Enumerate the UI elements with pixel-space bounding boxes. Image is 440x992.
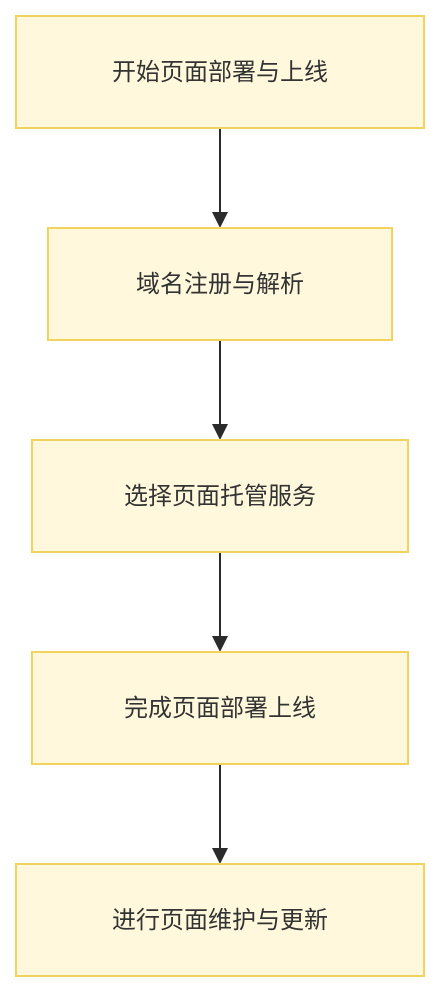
node-start-label: 开始页面部署与上线 <box>112 58 328 86</box>
node-maintain-box <box>15 863 425 977</box>
edge-deploy-to-maintain <box>212 764 228 864</box>
node-hosting-label: 选择页面托管服务 <box>124 482 316 510</box>
node-deploy-label: 完成页面部署上线 <box>124 694 316 722</box>
node-maintain-label: 进行页面维护与更新 <box>112 906 328 934</box>
node-maintain: 进行页面维护与更新 <box>15 863 425 977</box>
node-domain-label: 域名注册与解析 <box>136 270 304 298</box>
node-start: 开始页面部署与上线 <box>15 15 425 129</box>
edge-domain-to-hosting <box>212 340 228 440</box>
node-deploy: 完成页面部署上线 <box>31 651 409 765</box>
node-hosting: 选择页面托管服务 <box>31 439 409 553</box>
edge-start-to-domain <box>212 128 228 228</box>
node-domain-box <box>47 227 393 341</box>
node-start-box <box>15 15 425 129</box>
node-deploy-box <box>31 651 409 765</box>
node-hosting-box <box>31 439 409 553</box>
edge-hosting-to-deploy <box>212 552 228 652</box>
node-domain: 域名注册与解析 <box>47 227 393 341</box>
